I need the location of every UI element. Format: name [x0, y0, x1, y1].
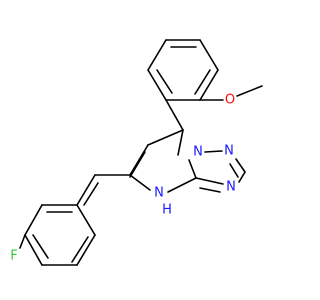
bond: [199, 69, 219, 101]
bond: [147, 69, 167, 101]
oxygen-atom: O: [225, 93, 235, 108]
nitrogen-atom-n3: N: [226, 180, 236, 195]
nitrogen-label: N: [224, 144, 234, 159]
bond: [167, 177, 197, 193]
fluorine-label: F: [10, 249, 17, 264]
molecule-structure-diagram: O N N N N H F: [10, 39, 263, 266]
bond: [32, 234, 49, 259]
nitrogen-atom-n1: N: [193, 145, 203, 160]
bond: [156, 69, 173, 94]
bond: [199, 39, 219, 71]
hydrogen-label: H: [162, 203, 172, 218]
bond: [229, 163, 239, 178]
bond: [238, 171, 246, 183]
bond: [19, 234, 26, 249]
bond: [83, 182, 99, 206]
nitrogen-label: N: [154, 186, 164, 201]
bond: [236, 85, 263, 97]
bond: [24, 204, 43, 236]
oxygen-label: O: [225, 93, 235, 108]
nitrogen-label: N: [226, 180, 236, 195]
atom-labels: O N N N N H F: [10, 93, 236, 264]
bond: [129, 151, 146, 178]
bond: [147, 129, 184, 146]
bond: [204, 150, 223, 153]
bond: [195, 177, 224, 185]
nitrogen-atom-n2: N: [224, 144, 234, 159]
bond: [71, 236, 89, 263]
nitrogen-label: N: [193, 145, 203, 160]
bond: [165, 99, 184, 131]
bond: [129, 144, 149, 176]
nitrogen-atom-nh: N H: [154, 186, 172, 218]
bond: [235, 158, 246, 173]
bond: [194, 69, 211, 95]
bond: [24, 234, 43, 266]
bond: [147, 39, 167, 71]
bond: [129, 174, 151, 191]
bond: [188, 159, 197, 179]
bond: [76, 234, 96, 266]
bond: [199, 187, 221, 193]
fluorine-atom: F: [10, 249, 17, 264]
bond: [177, 129, 184, 156]
bond: [76, 204, 96, 236]
bond: [76, 174, 96, 206]
bond-lines: [19, 39, 263, 266]
